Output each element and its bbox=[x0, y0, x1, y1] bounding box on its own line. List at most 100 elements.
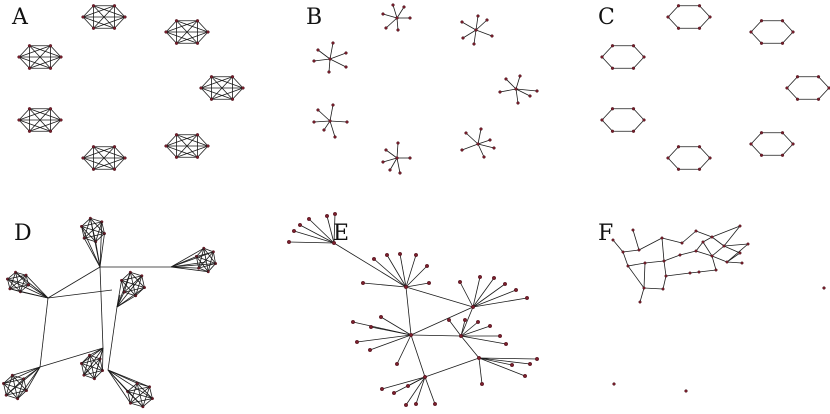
graph-edge bbox=[81, 358, 101, 364]
graph-edge bbox=[329, 42, 334, 60]
graph-node bbox=[384, 26, 388, 30]
graph-node bbox=[759, 131, 764, 135]
graph-node bbox=[479, 127, 483, 131]
graph-node bbox=[738, 224, 742, 228]
graph-edge bbox=[622, 251, 629, 267]
graph-edge bbox=[17, 390, 27, 399]
graph-edge bbox=[99, 266, 104, 349]
graph-edge bbox=[50, 45, 62, 58]
graph-edge bbox=[7, 278, 49, 299]
graph-edge bbox=[3, 366, 41, 384]
graph-node bbox=[480, 382, 485, 387]
graph-node bbox=[195, 19, 200, 23]
graph-node bbox=[518, 74, 522, 78]
graph-edge bbox=[5, 366, 41, 396]
graph-node bbox=[414, 252, 419, 257]
graph-node bbox=[746, 242, 750, 246]
graph-edge bbox=[711, 245, 725, 257]
graph-edge bbox=[299, 224, 335, 244]
graph-edge bbox=[127, 386, 150, 392]
graph-node bbox=[523, 374, 528, 379]
graph-edge bbox=[142, 386, 150, 407]
graph-edge bbox=[84, 237, 96, 243]
graph-node bbox=[344, 51, 348, 55]
graph-edge bbox=[116, 272, 131, 308]
graph-edge bbox=[329, 104, 334, 122]
graph-node bbox=[631, 66, 636, 70]
graph-edge bbox=[39, 347, 104, 368]
graph-edge bbox=[726, 243, 749, 263]
panel-c-ring-graphs bbox=[600, 4, 830, 171]
graph-node bbox=[195, 41, 200, 45]
graph-node bbox=[333, 211, 338, 216]
graph-edge bbox=[116, 287, 145, 308]
graph-node bbox=[404, 403, 409, 408]
graph-edge bbox=[93, 146, 115, 170]
graph-node bbox=[631, 129, 636, 133]
graph-edge bbox=[83, 237, 101, 268]
graph-node bbox=[402, 5, 406, 9]
graph-edge bbox=[461, 143, 479, 151]
graph-node bbox=[316, 108, 320, 112]
graph-node bbox=[488, 138, 492, 142]
graph-node bbox=[498, 334, 503, 339]
graph-node bbox=[780, 131, 785, 135]
graph-edge bbox=[101, 221, 105, 234]
graph-node bbox=[209, 75, 214, 79]
graph-node bbox=[490, 34, 494, 38]
graph-edge bbox=[123, 275, 143, 293]
graph-edge bbox=[211, 76, 233, 100]
graph-node bbox=[464, 131, 468, 135]
graph-node bbox=[398, 251, 403, 256]
graph-edge bbox=[25, 275, 29, 286]
graph-node bbox=[749, 30, 753, 34]
graph-node bbox=[697, 270, 701, 274]
graph-edge bbox=[135, 275, 143, 296]
graph-edge bbox=[643, 287, 664, 290]
panel-b-star-graphs bbox=[312, 3, 539, 175]
graph-node bbox=[476, 142, 480, 146]
graph-node bbox=[822, 286, 826, 290]
graph-node bbox=[694, 249, 698, 253]
graph-edge bbox=[81, 363, 85, 376]
graph-node bbox=[206, 144, 210, 148]
graph-node bbox=[459, 334, 464, 339]
graph-edge bbox=[114, 157, 126, 170]
graph-edge bbox=[317, 49, 331, 60]
graph-node bbox=[325, 213, 330, 218]
graph-edge bbox=[89, 218, 101, 268]
graph-edge bbox=[405, 282, 430, 288]
graph-edge bbox=[170, 263, 216, 268]
graph-node bbox=[427, 281, 432, 286]
graph-edge bbox=[212, 251, 216, 264]
graph-node bbox=[708, 15, 712, 19]
graph-node bbox=[396, 28, 400, 32]
graph-edge bbox=[47, 266, 101, 299]
graph-edge bbox=[127, 382, 138, 392]
graph-node bbox=[174, 155, 179, 159]
graph-node bbox=[230, 75, 235, 79]
graph-edge bbox=[644, 260, 665, 264]
graph-node bbox=[610, 44, 615, 48]
graph-node bbox=[355, 340, 360, 345]
graph-edge bbox=[661, 237, 683, 244]
graph-node bbox=[504, 77, 508, 81]
graph-node bbox=[327, 70, 331, 74]
graph-node bbox=[680, 241, 684, 245]
graph-node bbox=[626, 264, 630, 268]
graph-node bbox=[697, 26, 702, 30]
graph-node bbox=[287, 239, 292, 244]
graph-edge bbox=[170, 266, 199, 269]
graph-edge bbox=[396, 6, 405, 19]
graph-edge bbox=[362, 282, 407, 288]
graph-edge bbox=[633, 108, 645, 121]
graph-edge bbox=[82, 146, 94, 159]
graph-edge bbox=[695, 241, 704, 252]
graph-edge bbox=[380, 316, 412, 336]
graph-edge bbox=[99, 347, 104, 359]
graph-edge bbox=[601, 45, 613, 58]
graph-node bbox=[514, 87, 518, 91]
graph-node bbox=[738, 251, 742, 255]
graph-node bbox=[328, 57, 332, 61]
graph-edge bbox=[461, 21, 477, 31]
